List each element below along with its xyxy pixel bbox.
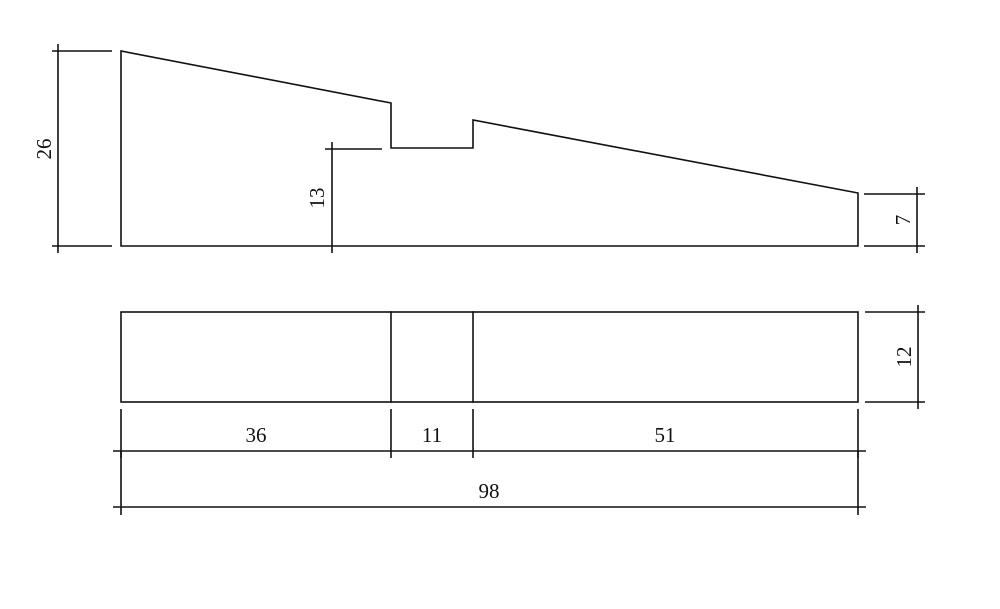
dimension-label-step-height: 13 <box>305 188 329 209</box>
dimension-label-overall-length: 98 <box>479 479 500 503</box>
top-view-outline <box>120 311 859 403</box>
dimension-label-segment-left: 36 <box>246 423 267 447</box>
dimension-label-end-height: 7 <box>891 215 915 226</box>
dimension-label-segment-right: 51 <box>655 423 676 447</box>
dimension-overall-length: 98 <box>113 451 866 515</box>
dimension-chain-segments: 36 11 51 <box>113 409 866 458</box>
side-view-outline <box>120 50 859 247</box>
dimension-step-height: 13 <box>305 142 382 253</box>
dimension-label-overall-height: 26 <box>32 139 56 160</box>
dimension-width: 12 <box>865 305 925 409</box>
dimension-end-height: 7 <box>864 187 925 253</box>
dimension-label-segment-notch: 11 <box>422 423 442 447</box>
dimension-overall-height: 26 <box>32 44 112 253</box>
top-view <box>120 311 859 403</box>
dimension-label-width: 12 <box>892 347 916 368</box>
side-view <box>120 50 859 247</box>
